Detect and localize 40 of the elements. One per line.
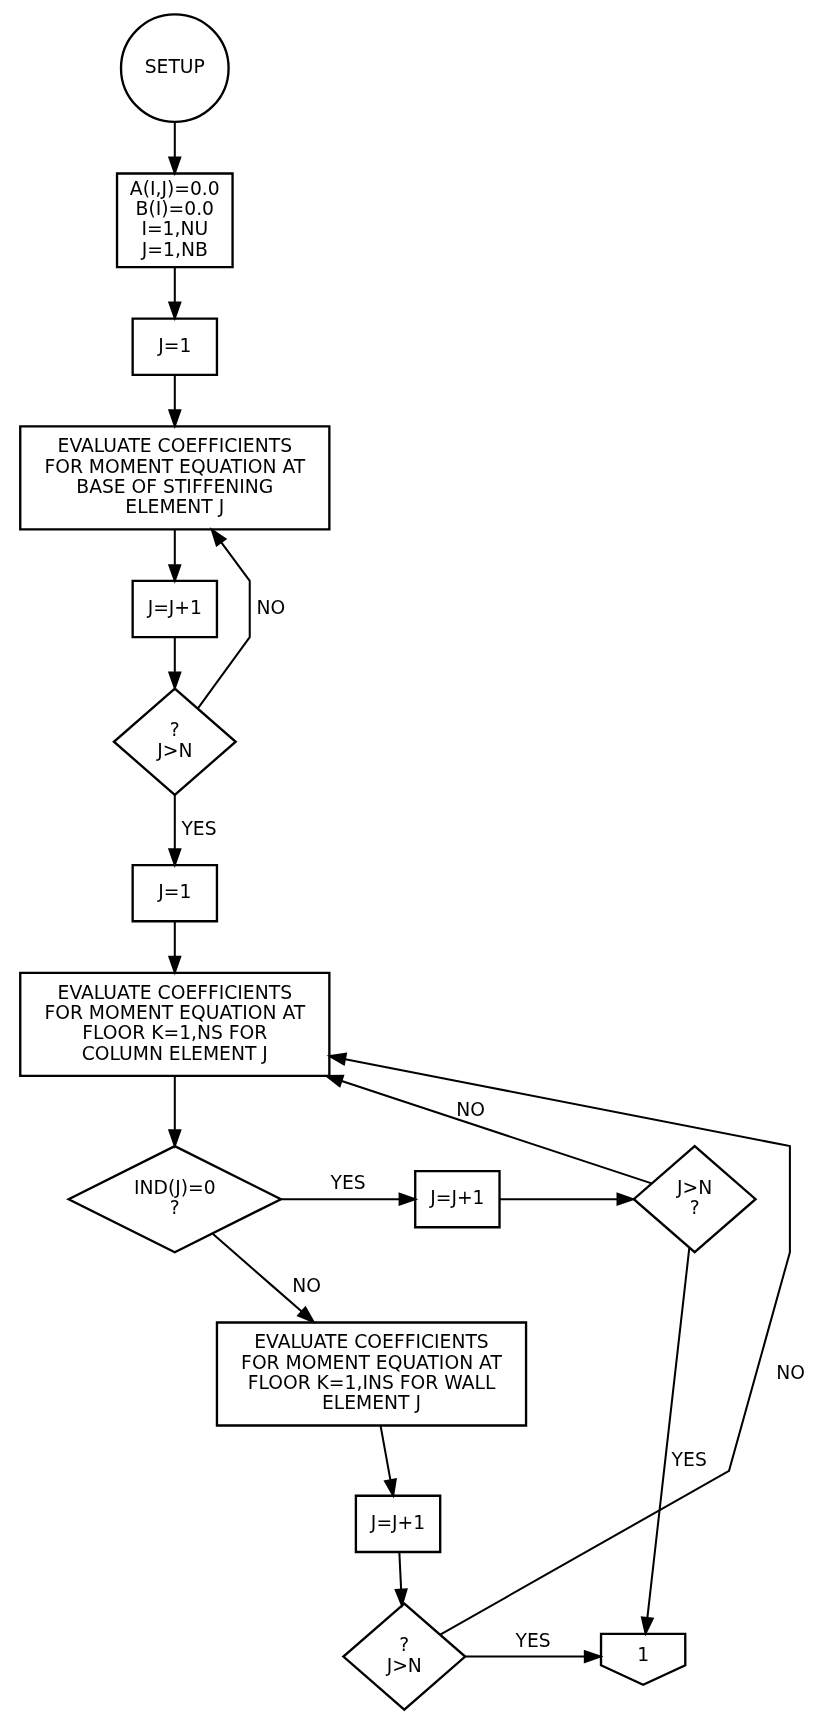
node-diamond: ? J>N <box>112 687 238 797</box>
edge-label: NO <box>256 596 286 618</box>
node-box: J=J+1 <box>414 1169 501 1229</box>
arrow <box>394 1552 408 1609</box>
edge-label: NO <box>776 1361 806 1383</box>
node-box: J=J+1 <box>131 579 219 639</box>
arrow <box>167 795 182 869</box>
arrow <box>167 375 182 430</box>
node-box: J=1 <box>131 317 219 377</box>
arrow <box>465 1649 604 1664</box>
arrow <box>499 1192 637 1207</box>
node-box: EVALUATE COEFFICIENTS FOR MOMENT EQUATION AT FLOOR K=1,NS FOR COLUMN ELEMENT J <box>19 971 331 1077</box>
arrow <box>167 921 182 976</box>
node-diamond: J>N ? <box>632 1144 758 1254</box>
node-box: EVALUATE COEFFICIENTS FOR MOMENT EQUATION AT FLOOR K=1,INS FOR WALL ELEMENT J <box>215 1321 528 1427</box>
edge-label: NO <box>292 1275 322 1297</box>
node-diamond: IND(J)=0 ? <box>66 1144 284 1254</box>
edge-label: NO <box>456 1098 486 1120</box>
arrow <box>167 122 182 177</box>
edge-label: YES <box>330 1172 366 1194</box>
arrow <box>167 1076 182 1149</box>
arrow <box>167 267 182 322</box>
edge-label: YES <box>515 1629 551 1651</box>
node-box: J=J+1 <box>354 1494 442 1554</box>
arrow <box>323 1074 652 1185</box>
arrow <box>167 530 182 584</box>
arrow <box>212 1233 316 1324</box>
arrow <box>167 637 182 692</box>
arrow <box>326 1052 791 1636</box>
arrow <box>281 1192 419 1207</box>
node-box: J=1 <box>131 863 219 923</box>
node-diamond: ? J>N <box>341 1601 467 1712</box>
arrow <box>640 1247 691 1637</box>
arrow <box>197 527 251 709</box>
node-circle: SETUP <box>119 13 230 124</box>
edge-label: YES <box>181 817 217 839</box>
edge-label: YES <box>671 1448 707 1470</box>
node-box: A(I,J)=0.0 B(I)=0.0 I=1,NU J=1,NB <box>115 172 234 269</box>
node-box: EVALUATE COEFFICIENTS FOR MOMENT EQUATION AT BASE OF STIFFENING ELEMENT J <box>19 425 331 531</box>
arrow <box>379 1425 398 1499</box>
